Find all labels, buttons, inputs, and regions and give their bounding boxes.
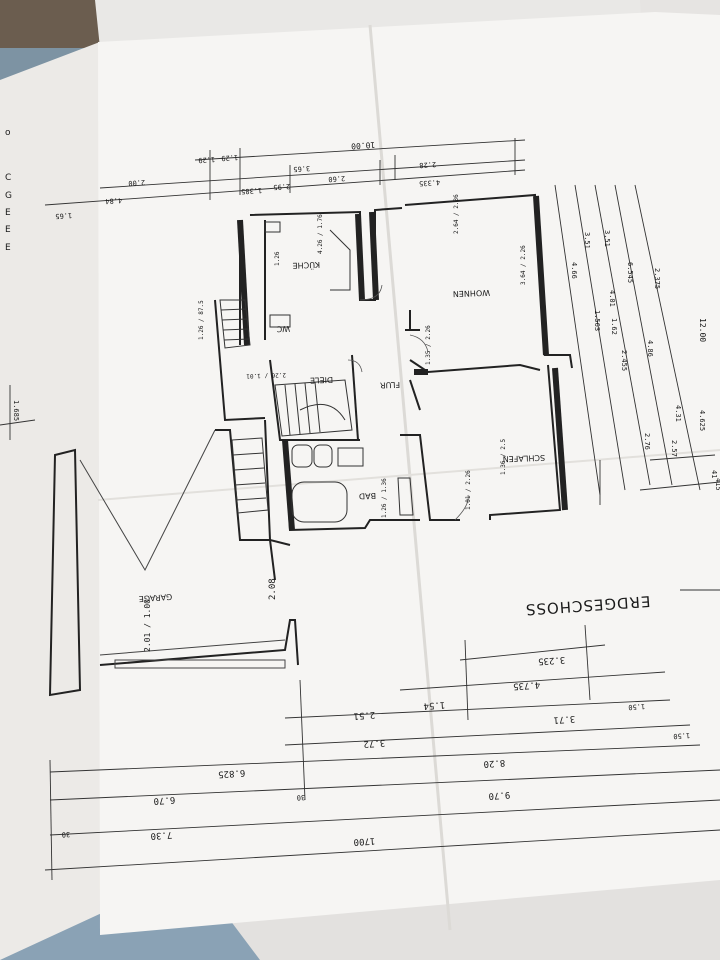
right-dim-6: 4.625 [698,410,706,431]
stairs-garage [231,437,269,514]
right-dim-4: 4.66 [570,262,578,279]
right-dim-1: 2.375 [653,268,661,289]
room-dim-labels: 4.26 / 1.76 1.26 2.64 / 2.36 3.64 / 2.26… [143,194,527,652]
room-wohnen: WOHNEN [453,288,491,298]
right-dim-text: 12.00 2.375 3.51 3.51 4.66 6.545 4.625 4… [570,230,718,478]
room-garage: GARAGE [138,592,172,603]
bottom-dim-5: 1.54 [423,699,445,710]
margin-char-0: o [5,128,11,138]
top-dim-0: 10.00 [351,140,376,151]
bottom-dim-14: 30 [296,793,305,802]
top-dim-9: 1.65 [55,211,72,220]
dim-schlafen-b: 1.01 / 2.26 [465,470,472,510]
bottom-dim-7: 6.825 [218,767,246,779]
right-dim-11: 2.455 [620,350,628,371]
left-marks [0,385,36,440]
right-dim-14: 1.563 [593,310,601,331]
dim-garage-door: 2.08 [268,578,278,600]
dim-kueche: 4.26 / 1.76 [317,214,324,254]
bottom-dim-12: 1.50 [628,702,645,711]
left-margin-text: o C G E E E [5,128,12,253]
top-dim-7: 2.00 [128,178,145,187]
dim-garage: 2.01 / 1.00 [143,599,152,652]
right-dim-0: 12.00 [698,318,707,342]
top-dim-3: 3.65 [293,164,310,173]
dim-wohnen-a: 2.64 / 2.36 [453,194,460,234]
room-kueche: KÜCHE [292,260,320,271]
bottom-dim-4: 2.51 [353,709,375,720]
dim-diele: 2.26 / 1.01 [246,371,286,379]
right-dim-3: 3.51 [603,230,611,247]
top-dim-6: 1.385 [241,186,263,195]
margin-char-2: G [5,191,12,201]
dim-wohnen-b: 3.64 / 2.26 [520,245,527,285]
bottom-dim-8: 6.70 [153,794,175,805]
fixtures [264,221,414,523]
top-dim-1: 1.29 [198,155,215,164]
bottom-dim-9: 9.70 [488,789,510,800]
right-dim-2: 3.51 [583,232,591,249]
dim-flur: 1.35 / 2.26 [425,325,432,365]
margin-char-3: E [5,208,11,218]
bottom-dim-6: 8.20 [483,757,505,768]
right-corner-mark: 415 [714,478,720,491]
right-dim-lines [554,184,720,591]
top-dim-11: 2.28 [419,160,436,169]
room-wc: WC [276,324,290,333]
garage-outline [79,429,286,669]
top-dim-8: 4.84 [105,196,122,205]
right-dim-10: 4.86 [646,340,654,357]
right-dim-13: 1.62 [610,318,618,335]
dim-schlafen: 1.36 / 2.5 [500,438,507,475]
bottom-dim-lines [44,624,720,881]
dim-wc: 1.26 / 87.5 [198,300,205,340]
bottom-dim-text: 3.235 4.735 3.71 3.72 2.51 1.54 8.20 6.8… [61,654,690,846]
room-flur: FLUR [379,380,400,390]
top-dim-4: 2.60 [328,174,345,183]
top-dim-text: 10.00 1.29 1.29 3.65 2.60 2.95 1.385 2.0… [55,140,440,220]
stairs-upper [219,299,251,349]
top-dim-10: 4.335 [419,178,441,187]
margin-char-5: E [5,243,11,253]
dim-bad: 1.26 / 1.36 [381,478,388,518]
bottom-dim-2: 3.71 [553,713,575,724]
top-dim-5: 2.95 [273,182,290,191]
bottom-dim-0: 3.235 [538,654,566,666]
room-bad: BAD [359,491,376,501]
bottom-dim-3: 3.72 [363,737,385,748]
margin-char-1: C [5,173,11,183]
right-dim-8: 2.57 [670,440,678,457]
bottom-dim-11: 1700 [353,835,375,846]
left-dim-mark: 1.685 [12,400,20,421]
stairs-diele [274,379,353,437]
top-dim-lines [44,138,526,206]
right-dim-12: 4.01 [608,290,616,307]
room-schlafen: SCHLAFEN [503,453,546,463]
bottom-dim-1: 4.735 [513,679,541,691]
bottom-dim-13: 1.50 [673,731,690,740]
dim-kueche-b: 1.26 [274,251,281,266]
room-diele: DIELE [310,375,333,385]
bottom-dim-10: 7.30 [150,829,172,840]
door-arcs [347,284,469,521]
right-dim-7: 4.31 [674,405,682,422]
right-dim-9: 2.76 [643,433,651,450]
right-dim-5: 6.545 [626,262,634,283]
top-dim-2: 1.29 [221,153,238,162]
paper-under-left [0,40,130,960]
thick-walls [237,195,568,531]
sheet-fold-2 [97,449,720,501]
bottom-dim-15: 30 [61,830,70,839]
right-dim-15: 41 [710,470,718,478]
room-labels: KÜCHE WOHNEN WC DIELE FLUR SCHLAFEN BAD … [138,260,545,603]
margin-char-4: E [5,225,11,235]
